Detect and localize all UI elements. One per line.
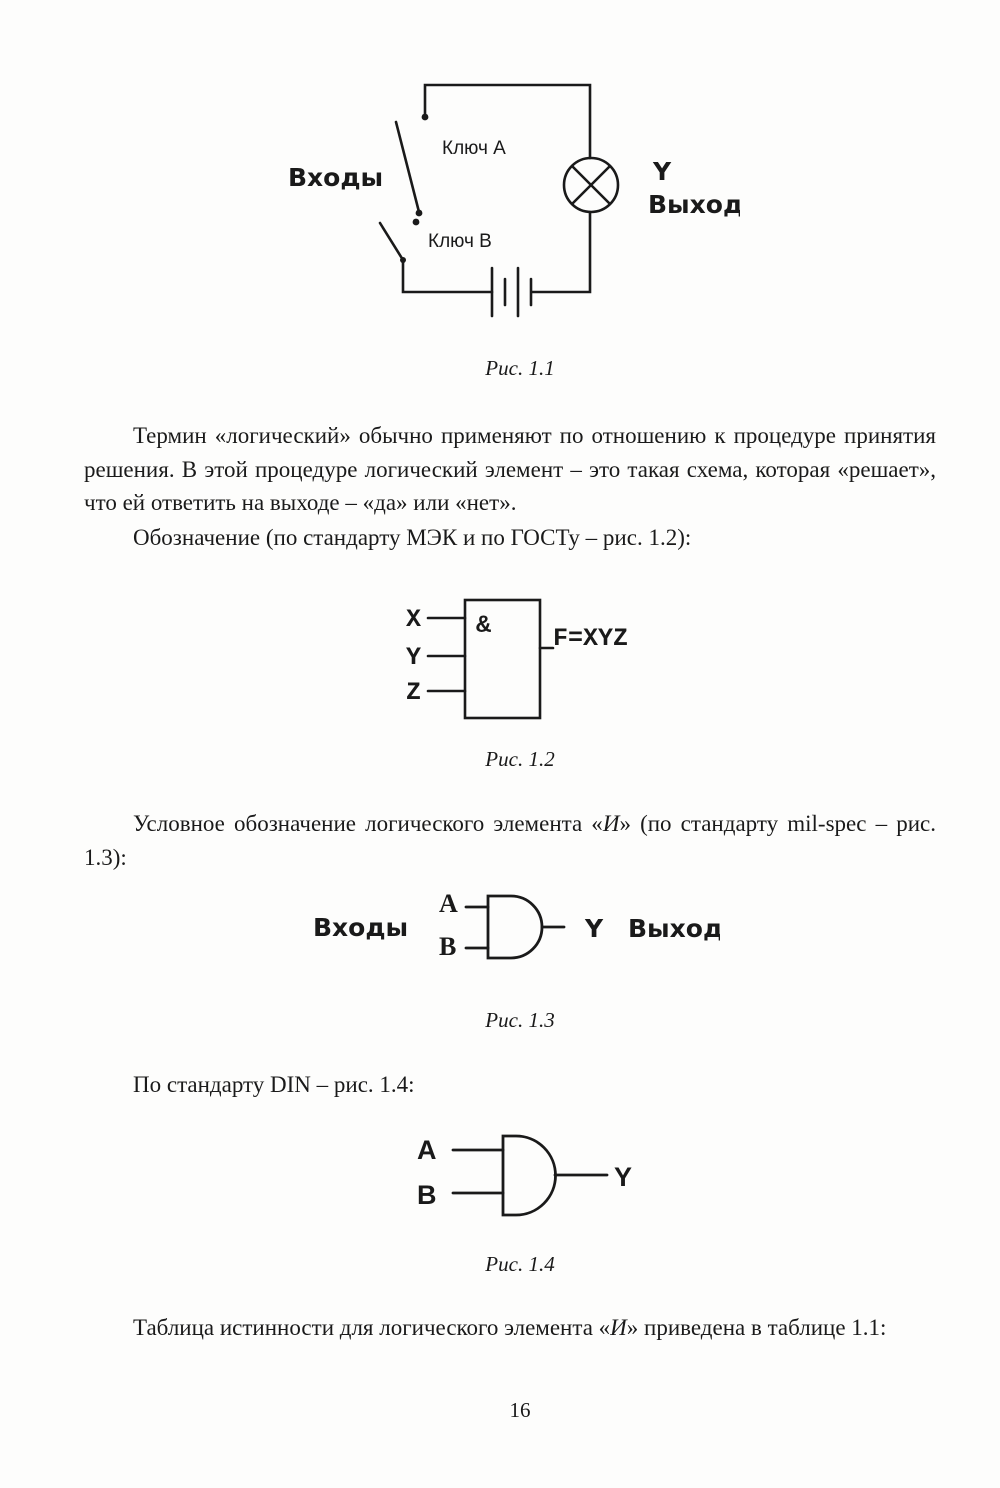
lamp-cross-2	[570, 164, 612, 206]
fig4-input-a-label: A	[417, 1135, 437, 1165]
fig3-input-a-label: A	[439, 889, 458, 918]
switch-terminals	[400, 113, 429, 263]
fig2-input-x-label: X	[406, 605, 421, 634]
circuit-diagram: Входы Ключ A Ключ B Y Выход	[288, 83, 743, 318]
fig2-output-label: F=XYZ	[553, 624, 628, 653]
fig3-output-label: Выход	[628, 914, 720, 943]
fig1-output-label: Выход	[648, 190, 740, 219]
din-and-gate-diagram: A B Y	[417, 1134, 632, 1217]
switch-a-top-terminal	[421, 113, 429, 121]
fig4-output-y-label: Y	[614, 1162, 632, 1192]
paragraph-din: По стандарту DIN – рис. 1.4:	[133, 1072, 415, 1097]
switch-b-blade	[378, 221, 405, 262]
lamp-icon	[562, 156, 620, 214]
fig1-inputs-label: Входы	[288, 163, 383, 192]
figure-1-4: A B Y	[395, 1120, 665, 1245]
fig3-input-b-label: B	[439, 932, 456, 961]
figure-1-1-caption: Рис. 1.1	[485, 356, 555, 380]
figure-1-3-caption: Рис. 1.3	[485, 1008, 555, 1032]
page-number: 16	[509, 1398, 531, 1422]
figure-1-4-caption: Рис. 1.4	[485, 1252, 555, 1276]
text-run: » (по стандарту mil-spec – рис. 1.3):	[84, 811, 936, 870]
and-gate-box	[463, 598, 542, 720]
figure-1-2: & X Y Z F=XYZ	[400, 590, 660, 735]
fig3-output-y-label: Y	[584, 914, 604, 943]
and-gate-shape	[501, 1134, 557, 1217]
fig4-input-b-label: B	[417, 1180, 437, 1210]
wire-right	[530, 210, 592, 294]
switch-b-top-terminal	[412, 218, 420, 226]
paragraph-gost-notation: Обозначение (по стандарту МЭК и по ГОСТу…	[133, 525, 692, 550]
figure-1-3: Входы A B Y Выход	[300, 880, 723, 985]
text-run-italic: И	[610, 1315, 627, 1340]
text-run: » приведена в таблице 1.1:	[626, 1315, 887, 1340]
milspec-and-gate-diagram: Входы A B Y Выход	[313, 889, 723, 961]
fig2-input-y-label: Y	[406, 643, 421, 672]
text-run: Условное обозначение логического элемент…	[133, 811, 603, 836]
gost-and-gate-diagram: & X Y Z F=XYZ	[406, 598, 628, 720]
switch-a-bottom-terminal	[415, 209, 423, 217]
fig1-output-y-label: Y	[652, 157, 672, 186]
fig2-input-z-label: Z	[406, 678, 421, 707]
paragraph-truth-table: Таблица истинности для логического элеме…	[84, 1311, 936, 1345]
wire-bottom-left	[401, 258, 494, 294]
battery-symbol	[490, 266, 533, 318]
fig1-key-a-label: Ключ A	[442, 138, 506, 159]
fig1-key-b-label: Ключ B	[428, 231, 492, 252]
text-run: Таблица истинности для логического элеме…	[133, 1315, 611, 1340]
paragraph-milspec: Условное обозначение логического элемент…	[84, 807, 936, 874]
switch-b-bottom-terminal	[400, 257, 406, 263]
switch-a-blade	[394, 120, 421, 214]
figure-1-1: Входы Ключ A Ключ B Y Выход	[270, 70, 743, 345]
paragraph-term-logic: Термин «логический» обычно применяют по …	[84, 423, 936, 515]
figure-1-2-caption: Рис. 1.2	[485, 747, 555, 771]
text-run-italic: И	[602, 811, 620, 836]
and-gate-shape	[486, 894, 544, 960]
wire-top	[423, 83, 592, 160]
fig3-inputs-label: Входы	[313, 913, 408, 942]
and-symbol-label: &	[476, 611, 491, 640]
